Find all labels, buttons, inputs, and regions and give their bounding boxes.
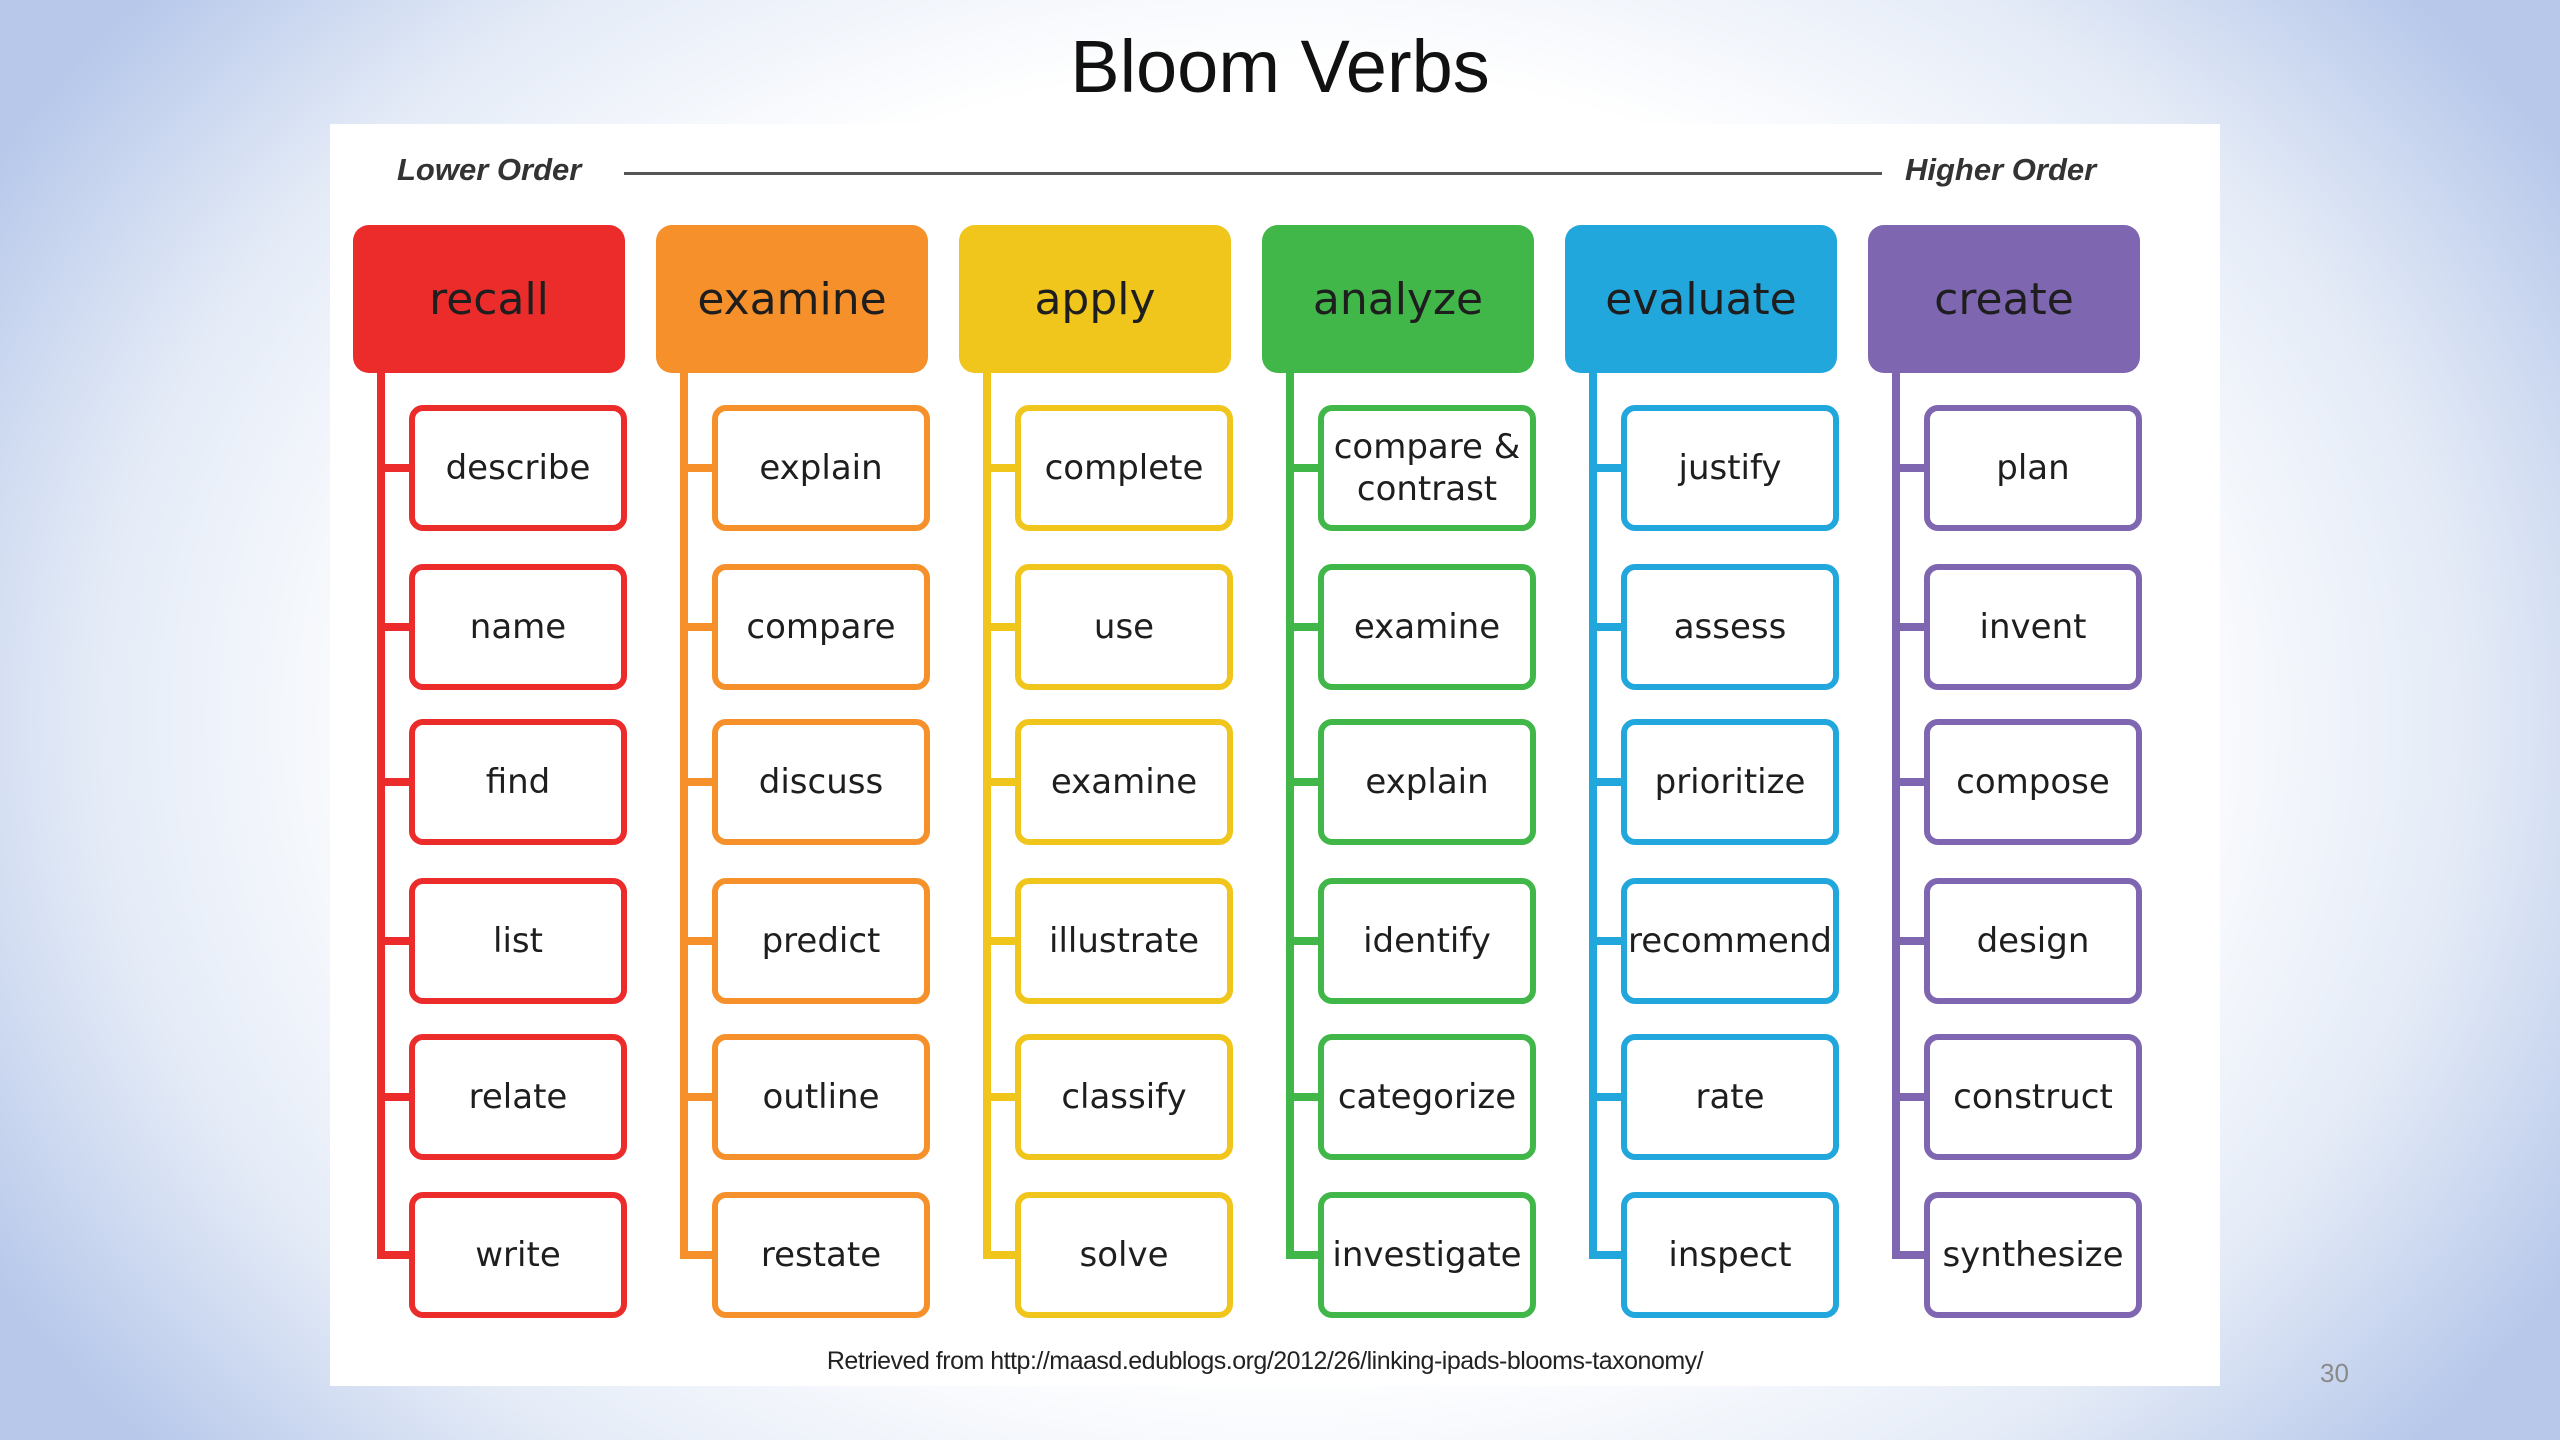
- connector-stub: [1589, 1251, 1623, 1259]
- connector-stub: [983, 1251, 1017, 1259]
- column-header: evaluate: [1565, 225, 1837, 373]
- connector-spine: [1286, 373, 1294, 1259]
- verb-box: relate: [409, 1034, 627, 1160]
- page-number: 30: [2320, 1358, 2349, 1388]
- verb-box: discuss: [712, 719, 930, 845]
- verb-box: construct: [1924, 1034, 2142, 1160]
- verb-box: categorize: [1318, 1034, 1536, 1160]
- verb-box: rate: [1621, 1034, 1839, 1160]
- connector-stub: [1892, 1093, 1926, 1101]
- verb-box: examine: [1318, 564, 1536, 690]
- verb-box: describe: [409, 405, 627, 531]
- verb-box: explain: [712, 405, 930, 531]
- verb-box: compose: [1924, 719, 2142, 845]
- verb-box: recommend: [1621, 878, 1839, 1004]
- connector-stub: [1286, 464, 1320, 472]
- connector-stub: [680, 1093, 714, 1101]
- connector-stub: [377, 937, 411, 945]
- higher-order-label: Higher Order: [1905, 152, 2097, 187]
- column-recall: recall describe name find list relate write: [353, 225, 627, 1325]
- connector-stub: [1892, 937, 1926, 945]
- verb-box: identify: [1318, 878, 1536, 1004]
- column-evaluate: evaluate justify assess prioritize recommend…: [1565, 225, 1839, 1325]
- verb-box: synthesize: [1924, 1192, 2142, 1318]
- connector-stub: [1286, 1251, 1320, 1259]
- verb-box: write: [409, 1192, 627, 1318]
- verb-box: predict: [712, 878, 930, 1004]
- verb-box: use: [1015, 564, 1233, 690]
- connector-stub: [377, 1251, 411, 1259]
- verb-box: plan: [1924, 405, 2142, 531]
- verb-box: justify: [1621, 405, 1839, 531]
- column-header: examine: [656, 225, 928, 373]
- connector-stub: [1892, 464, 1926, 472]
- connector-stub: [680, 623, 714, 631]
- connector-stub: [1589, 778, 1623, 786]
- verb-box: examine: [1015, 719, 1233, 845]
- verb-box: find: [409, 719, 627, 845]
- connector-stub: [1286, 937, 1320, 945]
- connector-stub: [680, 937, 714, 945]
- connector-spine: [1589, 373, 1597, 1259]
- verb-box: illustrate: [1015, 878, 1233, 1004]
- connector-stub: [1286, 1093, 1320, 1101]
- verb-box: outline: [712, 1034, 930, 1160]
- verb-box: compare: [712, 564, 930, 690]
- verb-box: design: [1924, 878, 2142, 1004]
- column-examine: examine explain compare discuss predict outli…: [656, 225, 930, 1325]
- verb-box: investigate: [1318, 1192, 1536, 1318]
- verb-box: restate: [712, 1192, 930, 1318]
- column-header: recall: [353, 225, 625, 373]
- column-create: create plan invent compose design construct sy…: [1868, 225, 2142, 1325]
- connector-stub: [983, 937, 1017, 945]
- connector-stub: [680, 464, 714, 472]
- column-header: apply: [959, 225, 1231, 373]
- column-header: create: [1868, 225, 2140, 373]
- connector-spine: [1892, 373, 1900, 1259]
- source-citation: Retrieved from http://maasd.edublogs.org…: [826, 1347, 1704, 1375]
- order-scale-line: [624, 172, 1882, 175]
- lower-order-label: Lower Order: [397, 152, 582, 187]
- verb-box: invent: [1924, 564, 2142, 690]
- verb-box: list: [409, 878, 627, 1004]
- connector-stub: [983, 778, 1017, 786]
- column-analyze: analyze compare & contrast examine explain i…: [1262, 225, 1536, 1325]
- connector-stub: [1892, 1251, 1926, 1259]
- connector-stub: [1286, 623, 1320, 631]
- verb-box: compare & contrast: [1318, 405, 1536, 531]
- connector-spine: [377, 373, 385, 1259]
- column-apply: apply complete use examine illustrate classif…: [959, 225, 1233, 1325]
- connector-stub: [377, 623, 411, 631]
- verb-box: complete: [1015, 405, 1233, 531]
- connector-stub: [983, 464, 1017, 472]
- slide-title: Bloom Verbs: [1070, 25, 1490, 108]
- connector-stub: [983, 1093, 1017, 1101]
- connector-stub: [1589, 937, 1623, 945]
- connector-stub: [377, 1093, 411, 1101]
- verb-box: explain: [1318, 719, 1536, 845]
- connector-stub: [680, 778, 714, 786]
- connector-spine: [680, 373, 688, 1259]
- verb-box: classify: [1015, 1034, 1233, 1160]
- connector-stub: [377, 778, 411, 786]
- verb-box: name: [409, 564, 627, 690]
- verb-box: assess: [1621, 564, 1839, 690]
- connector-stub: [680, 1251, 714, 1259]
- connector-stub: [983, 623, 1017, 631]
- connector-stub: [1892, 778, 1926, 786]
- connector-stub: [1286, 778, 1320, 786]
- connector-stub: [1589, 464, 1623, 472]
- connector-stub: [377, 464, 411, 472]
- verb-box: solve: [1015, 1192, 1233, 1318]
- column-header: analyze: [1262, 225, 1534, 373]
- connector-stub: [1589, 1093, 1623, 1101]
- connector-stub: [1589, 623, 1623, 631]
- connector-stub: [1892, 623, 1926, 631]
- verb-box: prioritize: [1621, 719, 1839, 845]
- connector-spine: [983, 373, 991, 1259]
- verb-box: inspect: [1621, 1192, 1839, 1318]
